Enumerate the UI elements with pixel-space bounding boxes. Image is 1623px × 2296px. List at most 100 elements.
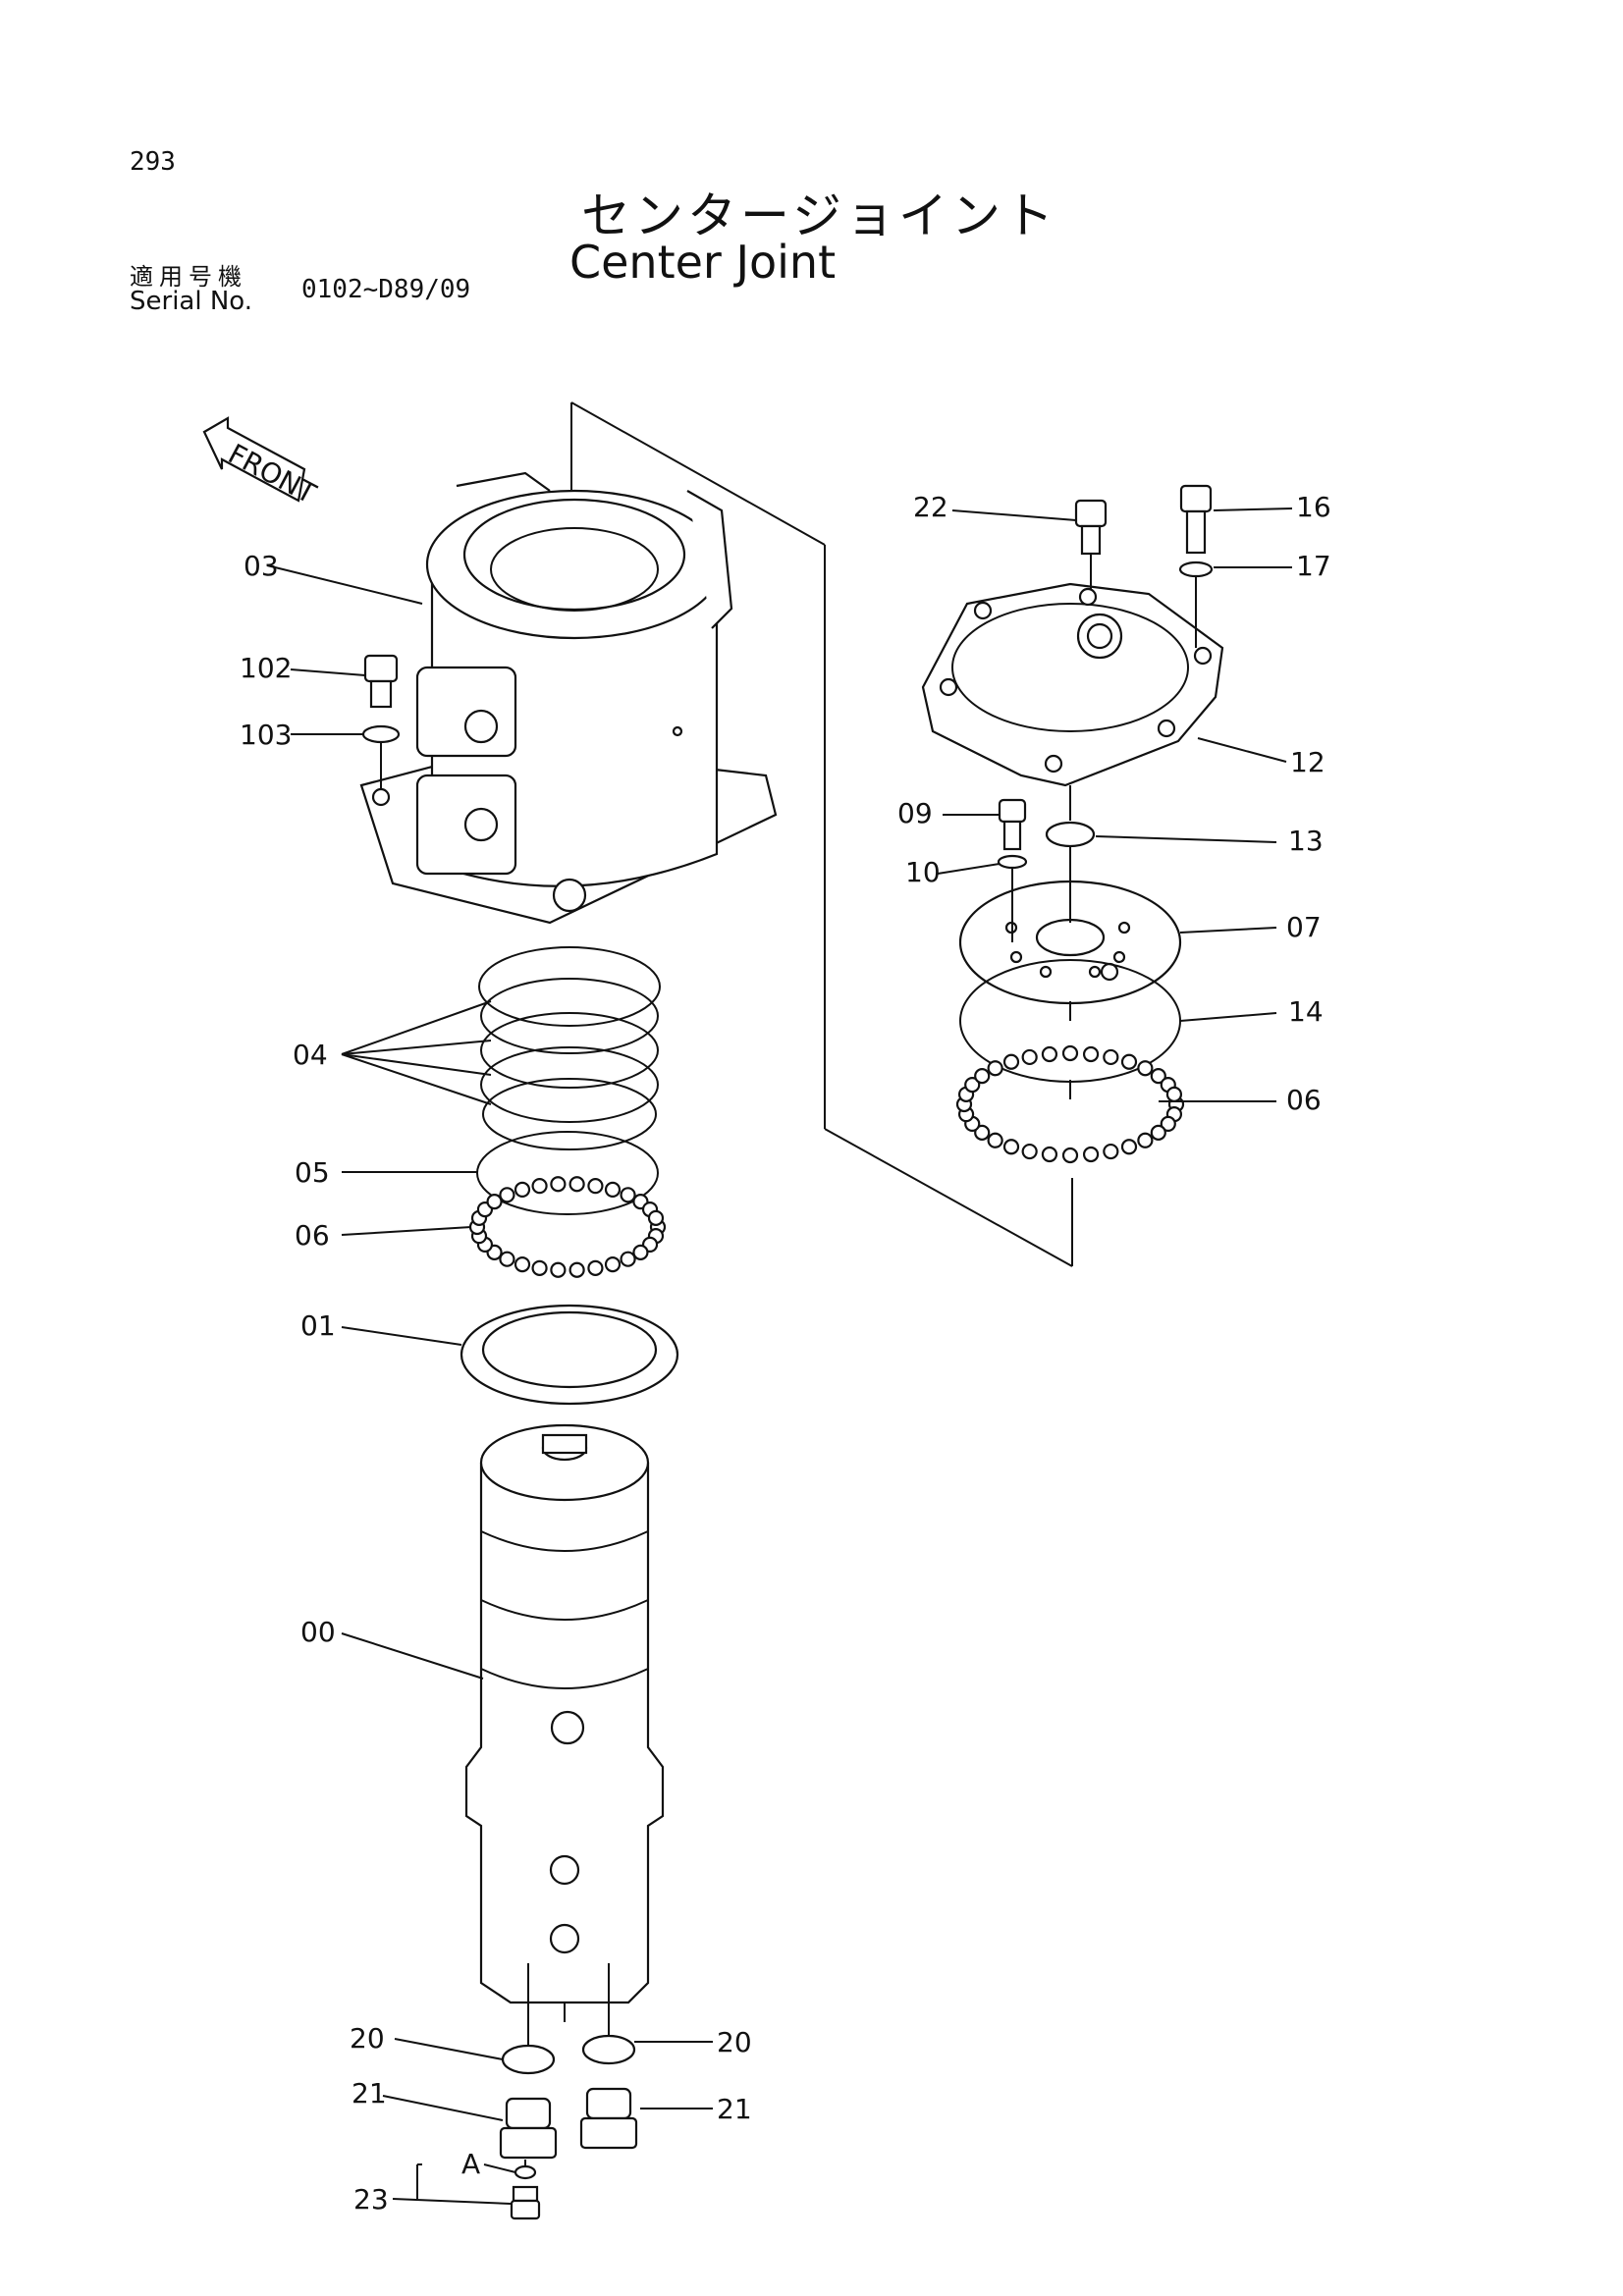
ball-bearing	[604, 1181, 622, 1198]
ball-bearing	[620, 1187, 636, 1203]
part-16-bolt	[1179, 484, 1213, 555]
part-13-oring	[1045, 821, 1096, 848]
callout-04: 04	[293, 1039, 328, 1071]
ball-bearing	[1082, 1045, 1100, 1063]
serial-label-japanese: 適用号機	[130, 263, 247, 291]
ball-bearing	[1165, 1086, 1183, 1102]
part-20-oring-left	[501, 2044, 556, 2075]
callout-03: 03	[243, 550, 279, 582]
ball-bearing	[1160, 1115, 1176, 1132]
ball-bearing	[531, 1178, 548, 1195]
ball-bearing	[486, 1194, 503, 1210]
callout-17: 17	[1296, 550, 1331, 582]
ball-bearing	[587, 1259, 604, 1276]
callout-22: 22	[913, 491, 948, 523]
part-01-seal	[460, 1304, 679, 1406]
ball-bearing	[964, 1077, 981, 1094]
callout-01: 01	[300, 1309, 336, 1342]
ball-bearing	[987, 1060, 1003, 1077]
callout-labels: 03 102 103 04 05 06 01 00 20 20 21 21 A …	[240, 491, 1331, 2216]
callout-102: 102	[240, 652, 292, 684]
ball-bearing	[604, 1256, 622, 1273]
callout-A: A	[461, 2148, 480, 2180]
part-102-bolt	[363, 654, 399, 709]
callout-05: 05	[295, 1156, 330, 1189]
ball-bearing	[1103, 1143, 1119, 1160]
ball-bearing	[1137, 1132, 1154, 1148]
ball-bearing	[1150, 1068, 1166, 1085]
callout-16: 16	[1296, 491, 1331, 523]
ball-bearing	[1021, 1048, 1038, 1066]
part-07-plate	[958, 880, 1182, 1005]
ball-bearing	[568, 1176, 585, 1193]
ball-bearing	[1002, 1053, 1020, 1070]
title-english: Center Joint	[569, 236, 837, 289]
part-06-ball-ring-left	[468, 1176, 667, 1278]
ball-bearing	[531, 1259, 548, 1276]
callout-06-right: 06	[1286, 1084, 1322, 1116]
callout-12: 12	[1290, 746, 1325, 778]
ball-bearing	[514, 1181, 531, 1198]
front-arrow-label: FRONT	[223, 438, 322, 510]
serial-number-range: 0102~D89/09	[301, 275, 471, 304]
ball-bearing	[499, 1251, 515, 1267]
ball-bearing	[499, 1187, 515, 1203]
leader-lines	[266, 507, 1293, 2205]
ball-bearing	[987, 1132, 1003, 1148]
callout-23: 23	[353, 2183, 389, 2216]
ball-bearing	[550, 1176, 567, 1193]
callout-21-left: 21	[352, 2077, 387, 2109]
ball-bearing	[1137, 1060, 1154, 1077]
ball-bearing	[1082, 1146, 1100, 1163]
ball-bearing	[1021, 1143, 1038, 1160]
callout-13: 13	[1288, 825, 1324, 857]
part-09-bolt	[998, 798, 1027, 851]
part-06-ball-ring-right	[955, 1044, 1185, 1164]
ball-bearing	[1061, 1147, 1079, 1164]
ball-bearing	[1120, 1053, 1138, 1070]
ball-bearing	[647, 1209, 665, 1226]
ball-bearing	[1061, 1044, 1079, 1062]
callout-20-right: 20	[717, 2026, 752, 2058]
ball-bearing	[1120, 1139, 1138, 1155]
ball-bearing	[632, 1244, 649, 1260]
part-21-plug-left	[499, 2097, 558, 2160]
part-A-ring	[514, 2164, 537, 2180]
ball-bearing	[1002, 1139, 1020, 1155]
front-arrow-icon: FRONT	[202, 416, 322, 510]
ball-bearing	[550, 1261, 567, 1278]
ball-bearing	[1041, 1146, 1058, 1163]
callout-07: 07	[1286, 911, 1322, 943]
serial-label-english: Serial No.	[130, 287, 252, 316]
part-10-washer	[997, 854, 1028, 870]
part-00-spindle	[464, 1423, 665, 2022]
ball-bearing	[587, 1178, 604, 1195]
part-103-washer	[361, 724, 401, 790]
callout-10: 10	[905, 856, 941, 888]
part-21-plug-right	[579, 2087, 638, 2150]
callout-21-right: 21	[717, 2093, 752, 2125]
part-04-seal-rings	[478, 946, 661, 1150]
callout-09: 09	[897, 797, 933, 829]
page-number: 293	[130, 147, 176, 177]
part-17-washer	[1178, 561, 1214, 578]
part-22-bolt	[1074, 499, 1108, 556]
ball-bearing	[1041, 1045, 1058, 1063]
ball-bearing	[1103, 1048, 1119, 1066]
ball-bearing	[974, 1124, 991, 1141]
callout-20-left: 20	[350, 2022, 385, 2055]
part-03-housing	[359, 471, 778, 925]
part-20-oring-right	[581, 2034, 636, 2065]
ball-bearing	[514, 1256, 531, 1273]
ball-bearing	[620, 1251, 636, 1267]
part-23-small-plug	[510, 2185, 541, 2220]
ball-bearing	[974, 1068, 991, 1085]
callout-103: 103	[240, 719, 292, 751]
callout-06-left: 06	[295, 1219, 330, 1252]
ball-bearing	[568, 1261, 585, 1278]
title-japanese: センタージョイント	[581, 187, 1057, 244]
callout-14: 14	[1288, 995, 1324, 1028]
ball-bearing	[1150, 1124, 1166, 1141]
part-12-cover	[921, 582, 1224, 787]
